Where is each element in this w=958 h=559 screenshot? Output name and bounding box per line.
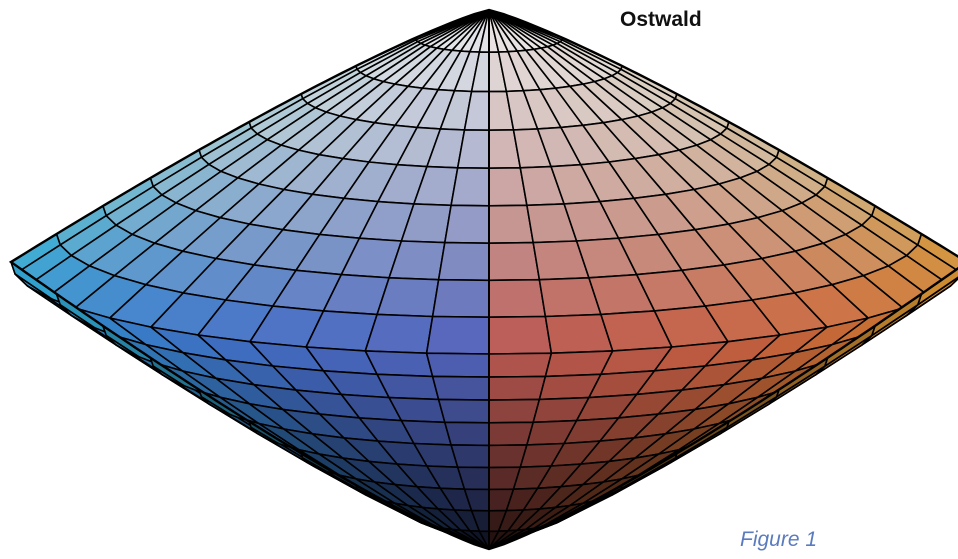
solid-facet: [443, 204, 490, 244]
solid-facet: [437, 398, 490, 424]
solid-facet: [488, 352, 553, 378]
solid-facet: [488, 421, 535, 447]
solid-facet: [431, 375, 490, 401]
solid-facet: [488, 204, 535, 244]
solid-outline: [8, 8, 958, 551]
solid-facet: [488, 375, 547, 401]
solid-facet: [488, 278, 547, 319]
figure-title: Ostwald: [620, 8, 702, 31]
solid-facet: [425, 352, 490, 378]
solid-facet: [905, 244, 958, 287]
solid-facet: [431, 278, 490, 319]
solid-facet: [488, 241, 541, 282]
solid-facet: [488, 315, 553, 355]
solid-facet: [425, 315, 490, 355]
figure-caption: Figure 1: [740, 528, 818, 551]
solid-facet: [488, 398, 541, 424]
solid-facet: [916, 233, 958, 272]
solid-facet: [450, 444, 490, 469]
solid-facet: [437, 241, 490, 282]
solid-facet: [364, 313, 434, 355]
solid-facet: [443, 421, 490, 447]
solid-facet: [450, 167, 490, 207]
solid-facet: [364, 350, 434, 378]
